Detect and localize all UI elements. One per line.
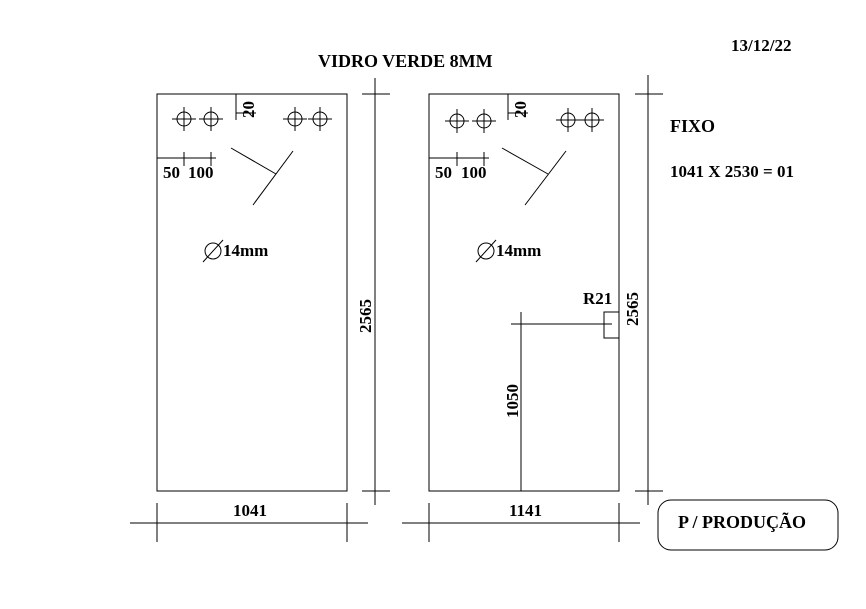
panel-left-outline (156, 93, 348, 492)
panel-right-diameter-value: 14mm (496, 241, 541, 260)
panel-left-hole-group-right (283, 107, 332, 131)
drawing-title: VIDRO VERDE 8MM (318, 51, 493, 71)
panel-right-hole-group-right (556, 108, 604, 132)
info-type-label: FIXO (670, 116, 715, 136)
panel-right-height: 2565 (623, 292, 642, 326)
panel-left-diameter-value: 14mm (223, 241, 268, 260)
drawing-date: 13/12/22 (731, 36, 791, 55)
diameter-icon (204, 242, 222, 260)
panel-right-top-offset: 20 (511, 101, 530, 118)
panel-left-top-offset: 20 (239, 101, 258, 118)
panel-right-notch (603, 311, 620, 339)
info-quantity-line: 1041 X 2530 = 01 (670, 162, 794, 181)
panel-right-notch-height: 1050 (503, 384, 522, 418)
panel-right-diameter-label: 14mm (475, 239, 541, 263)
panel-left-width: 1041 (233, 501, 267, 520)
panel-left-offset-50: 50 (163, 163, 180, 182)
panel-left-hole-group-left (172, 107, 223, 131)
panel-right-width: 1141 (509, 501, 542, 520)
panel-right-offset-50: 50 (435, 163, 452, 182)
production-stamp: P / PRODUÇÃO (657, 499, 839, 551)
panel-left-offset-100: 100 (188, 163, 214, 182)
panel-right-offset-100: 100 (461, 163, 487, 182)
panel-right-outline (428, 93, 620, 492)
panel-left-height: 2565 (356, 299, 375, 333)
production-stamp-box (657, 499, 839, 551)
panel-left-diameter-label: 14mm (202, 239, 268, 263)
production-stamp-text: P / PRODUÇÃO (678, 511, 806, 532)
panel-right-notch-radius: R21 (583, 289, 612, 308)
panel-right-hole-group-left (445, 109, 496, 133)
diameter-icon (477, 242, 495, 260)
panel-left: 20 50 100 14mm 2565 1041 (130, 78, 390, 542)
panel-right: 20 50 100 14mm R21 1050 2565 1141 (402, 75, 663, 542)
